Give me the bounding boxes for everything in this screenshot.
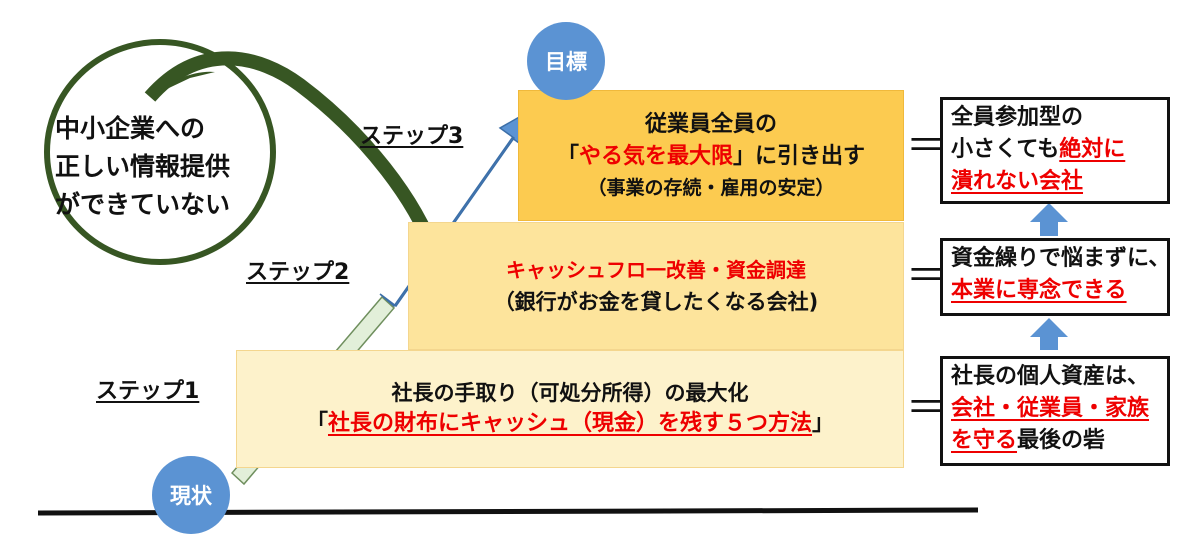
step2-subtitle: （銀行がお金を貸したくなる会社) xyxy=(493,290,819,314)
step1-quote-open: 「 xyxy=(305,411,328,436)
step1-box: 社長の手取り（可処分所得）の最大化 「社長の財布にキャッシュ（現金）を残す５つ方… xyxy=(236,350,904,468)
current-label: 現状 xyxy=(170,484,212,508)
step3-quote-open: 「 xyxy=(556,143,579,169)
outcome-bottom-line1: 社長の個人資産は、 xyxy=(951,364,1150,389)
problem-line2: 正しい情報提供 xyxy=(55,152,231,181)
step3-title: 従業員全員の xyxy=(644,111,777,137)
outcome-top-line1: 全員参加型の xyxy=(951,105,1084,130)
outcome-top-line2: 小さくても xyxy=(951,137,1060,162)
step3-subtitle: （事業の存続・雇用の安定） xyxy=(587,176,835,199)
step3-goal: 「やる気を最大限」に引き出す xyxy=(557,141,865,173)
problem-ellipse xyxy=(44,39,276,265)
current-circle: 現状 xyxy=(152,456,230,534)
step1-title: 社長の手取り（可処分所得）の最大化 xyxy=(391,381,749,405)
problem-line3: ができていない xyxy=(55,190,231,219)
problem-text: 中小企業への 正しい情報提供 ができていない xyxy=(55,110,230,224)
step1-quote-close: 」 xyxy=(812,411,835,436)
equals-sign-bottom: ＝ xyxy=(906,385,946,431)
step3-quote-close: 」に引き出す xyxy=(733,143,866,169)
step3-highlight: やる気を最大限 xyxy=(578,143,733,169)
step3-box: 従業員全員の 「やる気を最大限」に引き出す （事業の存続・雇用の安定） xyxy=(518,90,904,221)
outcome-box-top: 全員参加型の 小さくても絶対に 潰れない会社 xyxy=(940,97,1170,204)
up-arrow-bottom xyxy=(1030,318,1068,350)
step2-title: キャッシュフロ一改善・資金調達 xyxy=(506,258,806,282)
up-arrow-top xyxy=(1030,203,1068,236)
goal-circle: 目標 xyxy=(527,22,605,100)
equals-sign-middle: ＝ xyxy=(906,253,946,299)
step1-highlight: 社長の財布にキャッシュ（現金）を残す５つ方法 xyxy=(327,411,812,436)
equals-sign-top: ＝ xyxy=(906,123,946,169)
step2-label: ステップ2 xyxy=(246,260,350,285)
step2-box: キャッシュフロ一改善・資金調達 （銀行がお金を貸したくなる会社) xyxy=(408,222,904,350)
outcome-top-line3: 潰れない会社 xyxy=(951,169,1084,194)
step1-method: 「社長の財布にキャッシュ（現金）を残す５つ方法」 xyxy=(306,408,834,440)
outcome-middle-line2: 本業に専念できる xyxy=(951,278,1127,303)
goal-label: 目標 xyxy=(545,50,587,74)
outcome-bottom-line2: 会社・従業員・家族 xyxy=(951,396,1150,421)
outcome-bottom-line3: 最後の砦 xyxy=(1017,428,1106,453)
outcome-bottom-line3-highlight: を守る xyxy=(951,428,1018,453)
problem-line1: 中小企業への xyxy=(55,114,206,143)
outcome-top-line2-highlight: 絶対に xyxy=(1059,137,1126,162)
step1-label: ステップ1 xyxy=(96,379,200,404)
outcome-middle-line1: 資金繰りで悩まずに、 xyxy=(951,246,1171,271)
step3-label: ステップ3 xyxy=(360,124,464,149)
outcome-box-middle: 資金繰りで悩まずに、 本業に専念できる xyxy=(940,238,1170,316)
outcome-box-bottom: 社長の個人資産は、 会社・従業員・家族 を守る最後の砦 xyxy=(940,356,1170,466)
